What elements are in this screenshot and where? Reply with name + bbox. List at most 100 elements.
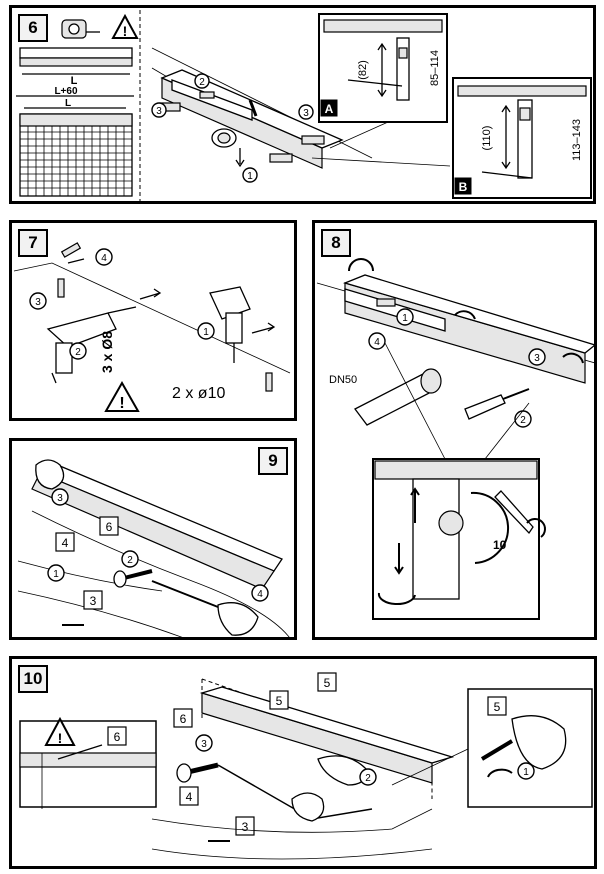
dimension-label: L+60	[54, 86, 78, 97]
callout: 1	[47, 564, 65, 582]
svg-text:1: 1	[523, 767, 529, 778]
wrench-icon: 10	[493, 490, 546, 552]
svg-text:3: 3	[90, 594, 97, 608]
label-box: 6	[107, 726, 127, 746]
callout: 1	[242, 167, 258, 183]
step-9-illustration: 3 2 1 4 6 4 3	[17, 459, 290, 637]
svg-text:4: 4	[257, 589, 263, 600]
svg-text:5: 5	[324, 676, 331, 690]
inset-detail	[467, 688, 593, 808]
callout: 4	[251, 584, 269, 602]
step-number: 7	[18, 229, 48, 257]
drill-icon	[209, 286, 251, 363]
callout: 2	[69, 342, 87, 360]
callout: 3	[151, 102, 167, 118]
warning-icon: !	[104, 380, 140, 412]
dimension-label: (110)	[481, 126, 493, 151]
step-number: 9	[258, 447, 288, 475]
dimension-label: 85–114	[429, 50, 441, 86]
svg-text:3: 3	[35, 297, 41, 308]
label-box: 3	[83, 590, 103, 610]
callout: 4	[368, 332, 386, 350]
svg-text:6: 6	[106, 520, 113, 534]
svg-text:6: 6	[114, 730, 121, 744]
tiled-floor	[19, 113, 133, 197]
svg-text:6: 6	[180, 712, 187, 726]
step-6-illustration: ! L L+60 L	[16, 10, 592, 201]
svg-text:1: 1	[247, 171, 253, 182]
label-box: 4	[179, 786, 199, 806]
svg-text:3: 3	[534, 353, 540, 364]
step-6-panel: 6 ! L L+60 L	[9, 5, 596, 204]
svg-text:2: 2	[127, 555, 133, 566]
inset-b: (110) 113–143 B	[452, 77, 592, 199]
drill-icon	[46, 306, 137, 384]
label-box: 3	[235, 816, 255, 836]
callout: 2	[359, 768, 377, 786]
svg-text:5: 5	[494, 700, 501, 714]
inset-label: B	[459, 180, 468, 194]
pipe-label: DN50	[329, 374, 357, 386]
callout: 2	[514, 410, 532, 428]
svg-text:3: 3	[303, 108, 309, 119]
callout: 3	[29, 292, 47, 310]
warning-icon: !	[58, 730, 63, 746]
svg-text:1: 1	[402, 313, 408, 324]
callout: 2	[121, 550, 139, 568]
drill-diameter: 3 x Ø8	[99, 331, 115, 373]
svg-text:!: !	[123, 23, 128, 39]
warning-icon: !	[111, 13, 139, 39]
label-box: 6	[173, 708, 193, 728]
step-number: 6	[18, 14, 48, 42]
svg-text:5: 5	[276, 694, 283, 708]
dimension-label: L	[65, 98, 71, 109]
svg-text:1: 1	[53, 569, 59, 580]
drain-pipe	[354, 368, 442, 426]
callout: 1	[517, 762, 535, 780]
dimension-label: 113–143	[571, 119, 583, 161]
step-10-illustration: ! 6 3 6 4 3 5 5 2 5 1	[19, 672, 593, 860]
step-8-illustration: 1 4 3 2 DN50	[316, 258, 594, 620]
svg-text:2: 2	[520, 415, 526, 426]
inset-a: (82) 85–114 A	[318, 13, 448, 123]
step-8-panel: 8 1 4 3 2 DN50	[312, 220, 597, 640]
callout: 2	[194, 73, 210, 89]
step-number: 8	[321, 229, 351, 257]
wrench-size: 10	[493, 538, 507, 552]
dimension-label: (82)	[357, 60, 369, 80]
label-box: 5	[269, 690, 289, 710]
step-10-panel: 10 ! 6 3 6 4 3 5 5 2	[9, 656, 597, 869]
step-9-panel: 9 3 2 1 4 6 4 3	[9, 438, 297, 640]
callout: 4	[95, 248, 113, 266]
svg-text:3: 3	[201, 739, 207, 750]
svg-text:2: 2	[199, 77, 205, 88]
inset-label: A	[325, 102, 334, 116]
svg-text:!: !	[119, 395, 124, 412]
svg-text:3: 3	[57, 493, 63, 504]
svg-text:4: 4	[62, 536, 69, 550]
label-box: 5	[317, 672, 337, 692]
svg-text:1: 1	[203, 327, 209, 338]
callout: 3	[298, 104, 314, 120]
callout: 3	[51, 488, 69, 506]
label-box: 6	[99, 516, 119, 536]
step-7-illustration: 4 3 2 3 x Ø8 ! 1 2 x ø10	[13, 242, 291, 412]
wall-plug	[60, 242, 85, 264]
inset-detail	[372, 458, 540, 620]
step-number: 10	[18, 665, 48, 693]
svg-text:4: 4	[374, 337, 380, 348]
callout: 1	[396, 308, 414, 326]
holes-label: 2 x ø10	[172, 385, 225, 402]
svg-text:4: 4	[186, 790, 193, 804]
label-box: 4	[55, 532, 75, 552]
inset-detail: !	[19, 716, 157, 809]
label-box: 5	[487, 696, 507, 716]
step-7-panel: 7 4 3 2 3 x Ø8 ! 1	[9, 220, 297, 421]
callout: 3	[195, 734, 213, 752]
spirit-level	[344, 288, 446, 332]
svg-text:2: 2	[75, 347, 81, 358]
svg-text:2: 2	[365, 773, 371, 784]
svg-text:3: 3	[156, 106, 162, 117]
screwdriver-icon	[464, 388, 530, 420]
tape-measure-icon	[61, 19, 100, 39]
